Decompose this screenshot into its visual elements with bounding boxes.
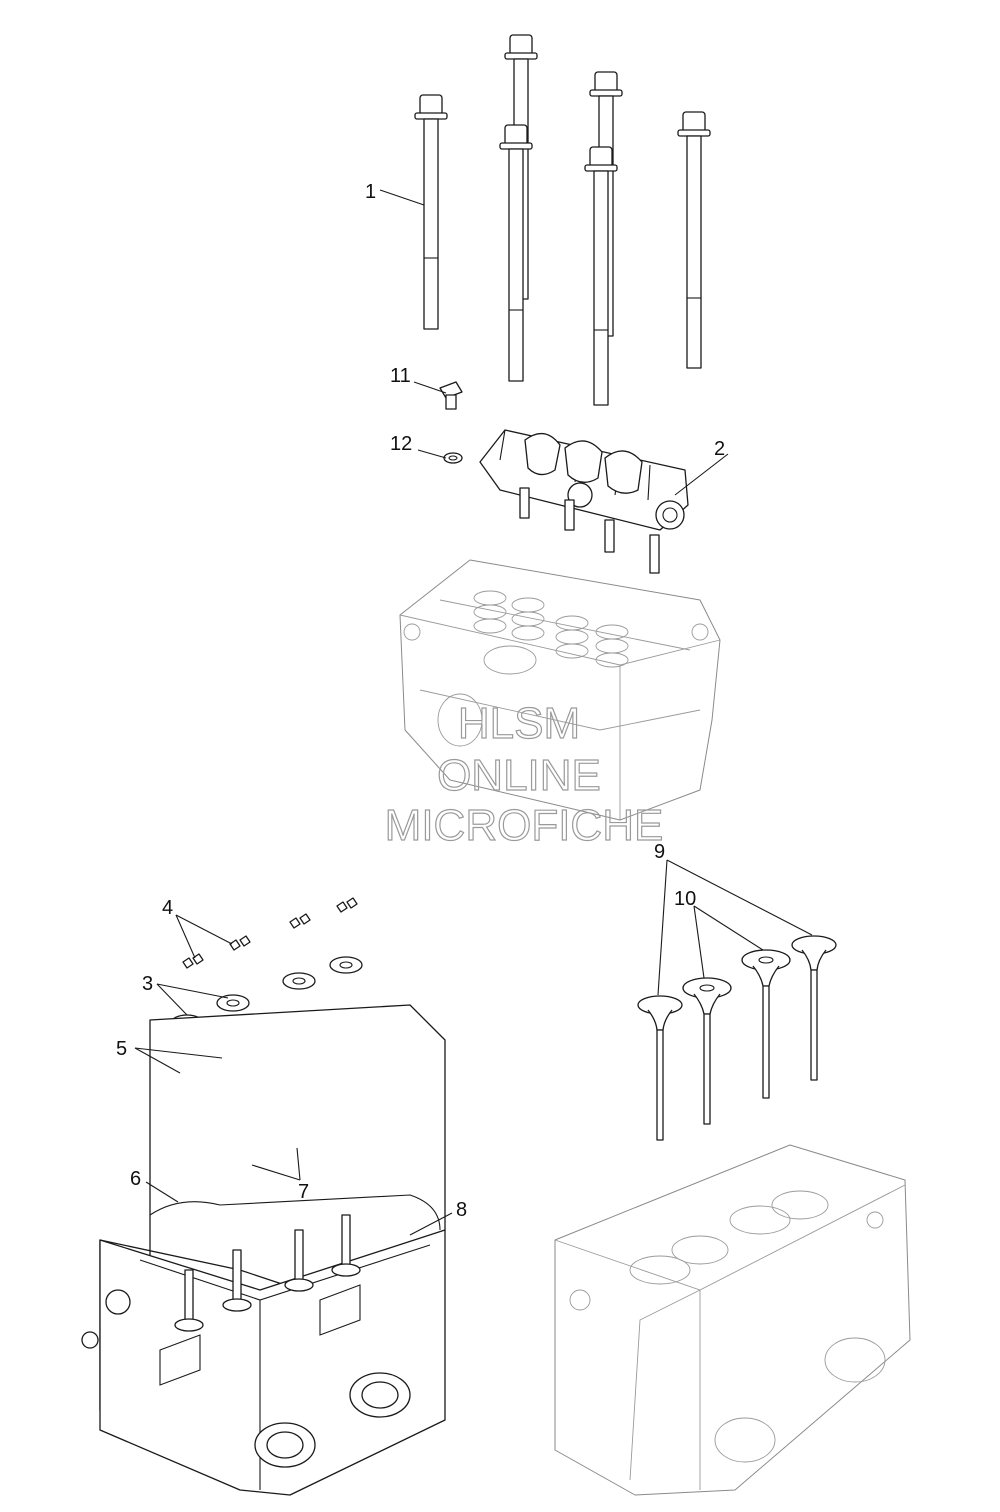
cylinder-head-ghost-bottom	[554, 1144, 911, 1496]
callout-7: 7	[298, 1181, 309, 1203]
cylinder-head	[81, 1004, 446, 1496]
callout-10: 10	[674, 888, 696, 910]
leader-lines	[134, 189, 813, 1236]
head-bolt	[499, 124, 533, 382]
small-washer	[443, 452, 463, 464]
callout-5: 5	[116, 1038, 127, 1060]
callout-6: 6	[130, 1168, 141, 1190]
watermark-line-3: MICROFICHE	[385, 801, 664, 850]
small-bolt	[439, 381, 463, 410]
callout-4: 4	[162, 897, 173, 919]
head-bolt	[414, 94, 448, 330]
callout-2: 2	[714, 438, 725, 460]
head-bolt	[584, 146, 618, 406]
valve-keepers	[182, 897, 358, 969]
head-bolt	[677, 111, 711, 369]
callout-8: 8	[456, 1199, 467, 1221]
rocker-arm-assembly	[479, 429, 689, 574]
callout-1: 1	[365, 181, 376, 203]
valves	[637, 935, 837, 1141]
valve-guides	[174, 1214, 361, 1332]
valve	[791, 935, 837, 1081]
watermark-line-2: ONLINE	[437, 751, 601, 800]
watermark: HLSM ONLINE MICROFICHE	[384, 698, 664, 850]
valve-springs-ghost	[473, 590, 629, 668]
valve	[637, 995, 683, 1141]
callout-3: 3	[142, 973, 153, 995]
callout-labels: 1 2 3 4 5 6 7 8 9 10 11 12	[116, 181, 725, 1221]
callout-11: 11	[390, 365, 411, 387]
valve	[682, 977, 732, 1125]
watermark-line-1: HLSM	[458, 699, 580, 748]
head-bolts	[414, 34, 711, 406]
callout-12: 12	[390, 433, 412, 455]
cylinder-head-ghost-top	[399, 559, 721, 821]
valve	[741, 949, 791, 1099]
callout-9: 9	[654, 841, 665, 863]
